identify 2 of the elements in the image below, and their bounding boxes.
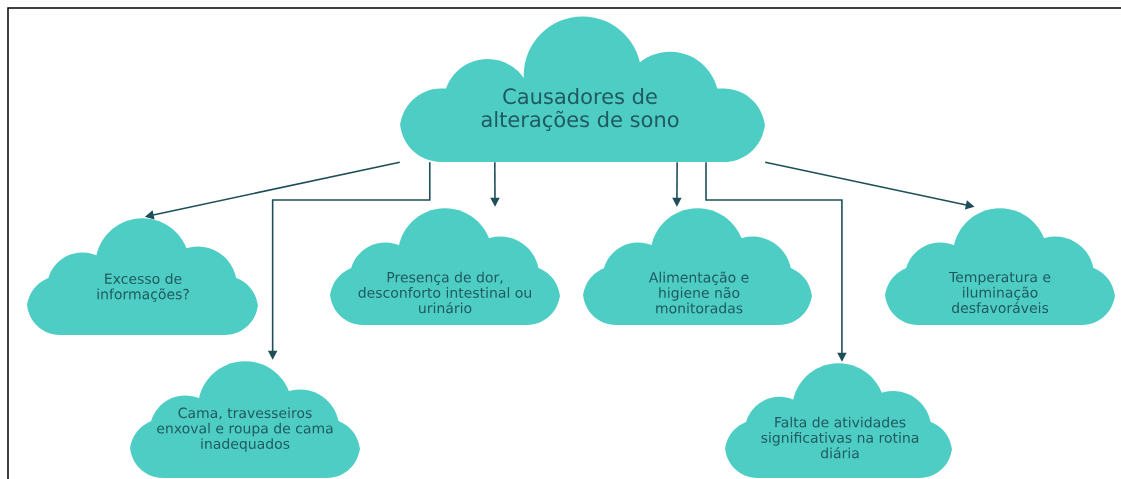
node-label: Cama, travesseiros <box>178 407 312 420</box>
node-label: enxoval e roupa de cama inadequados <box>157 422 333 452</box>
